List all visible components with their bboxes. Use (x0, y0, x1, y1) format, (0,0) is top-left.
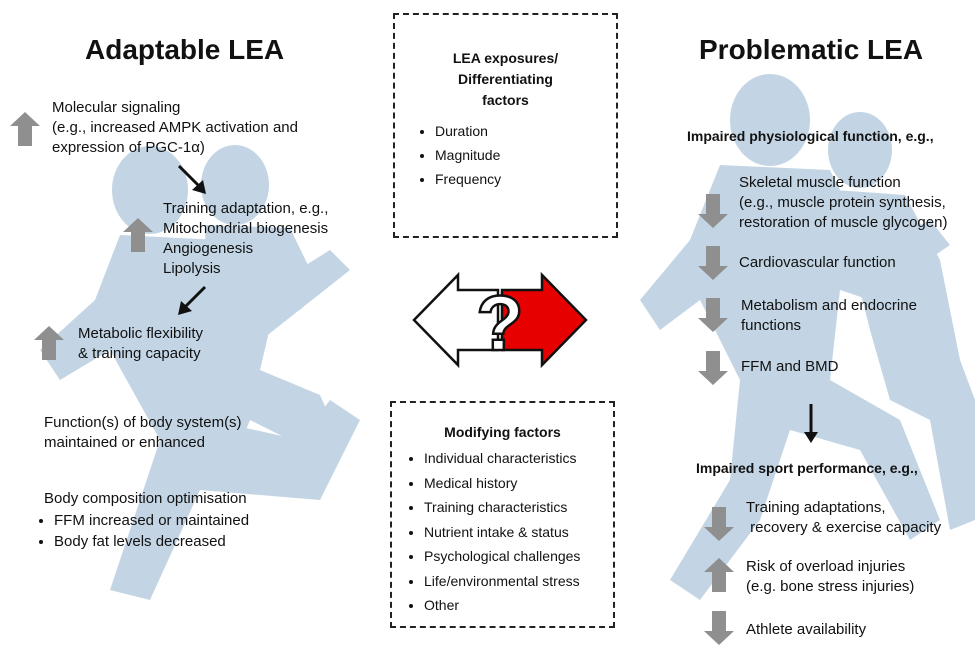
list-item: Frequency (435, 167, 616, 191)
molecular-signaling-text: Molecular signaling (e.g., increased AMP… (52, 98, 298, 158)
training-adapt-line-2: recovery & exercise capacity (746, 519, 942, 536)
molecular-line-2: (e.g., increased AMPK activation and (52, 119, 298, 136)
down-arrow-icon (698, 246, 728, 280)
metabolic-line-2: & training capacity (78, 345, 201, 362)
training-line-2: Mitochondrial biogenesis (163, 220, 329, 237)
diagonal-arrow-down-right-icon (177, 164, 206, 194)
left-title: Adaptable LEA (85, 34, 285, 65)
right-title: Problematic LEA (699, 34, 924, 65)
exposures-list: Duration Magnitude Frequency (395, 119, 616, 191)
modifying-factors-box: Modifying factors Individual characteris… (390, 401, 615, 628)
training-adaptation-text: Training adaptation, e.g., Mitochondrial… (163, 199, 328, 279)
cardiovascular-text: Cardiovascular function (739, 254, 896, 271)
exposures-title-line-2: Differentiating (458, 71, 553, 87)
skeletal-line-2: (e.g., muscle protein synthesis, (739, 194, 946, 211)
diagonal-arrow-down-left-icon (178, 285, 207, 315)
bidirectional-arrow-icon: ? (412, 271, 588, 368)
down-arrow-icon (698, 194, 728, 228)
risk-overload-text: Risk of overload injuries (e.g. bone str… (746, 557, 914, 597)
metabolic-line-1: Metabolic flexibility (78, 325, 204, 342)
athlete-availability-text: Athlete availability (746, 621, 867, 638)
skeletal-muscle-text: Skeletal muscle function (e.g., muscle p… (739, 173, 947, 233)
function-maintained-text: Function(s) of body system(s) maintained… (44, 413, 242, 453)
risk-line-2: (e.g. bone stress injuries) (746, 578, 915, 595)
list-item: Life/environmental stress (424, 569, 613, 594)
training-line-4: Lipolysis (163, 260, 221, 277)
list-item: FFM increased or maintained (54, 510, 249, 531)
function-line-2: maintained or enhanced (44, 434, 205, 451)
exposures-title-line-3: factors (482, 92, 529, 108)
up-arrow-icon (34, 326, 64, 360)
list-item: Training characteristics (424, 495, 613, 520)
list-item: Psychological challenges (424, 544, 613, 569)
list-item: Other (424, 593, 613, 618)
risk-line-1: Risk of overload injuries (746, 558, 906, 575)
lea-exposures-box: LEA exposures/ Differentiating factors D… (393, 13, 618, 238)
function-line-1: Function(s) of body system(s) (44, 414, 242, 431)
modifying-list: Individual characteristics Medical histo… (392, 446, 613, 618)
molecular-line-1: Molecular signaling (52, 99, 181, 116)
metabolism-endocrine-text: Metabolism and endocrine functions (741, 296, 917, 336)
training-adapt-line-1: Training adaptations, (746, 499, 886, 516)
list-item: Medical history (424, 471, 613, 496)
training-line-3: Angiogenesis (163, 240, 254, 257)
down-arrow-icon (704, 611, 734, 645)
ffm-bmd-text: FFM and BMD (741, 358, 839, 375)
list-item: Nutrient intake & status (424, 520, 613, 545)
list-item: Body fat levels decreased (54, 531, 249, 552)
list-item: Magnitude (435, 143, 616, 167)
impaired-physiological-heading: Impaired physiological function, e.g., (687, 128, 934, 144)
skeletal-line-1: Skeletal muscle function (739, 174, 901, 191)
training-line-1: Training adaptation, e.g., (163, 200, 329, 217)
exposures-title-line-1: LEA exposures/ (452, 50, 559, 66)
metabolism-line-1: Metabolism and endocrine (741, 297, 917, 314)
question-mark: ? (476, 279, 524, 367)
down-arrow-icon (698, 351, 728, 385)
list-item: Duration (435, 119, 616, 143)
up-arrow-icon (10, 112, 40, 146)
impaired-sport-heading: Impaired sport performance, e.g., (696, 460, 918, 476)
skeletal-line-3: restoration of muscle glycogen) (739, 214, 948, 231)
down-arrow-icon (704, 507, 734, 541)
list-item: Individual characteristics (424, 446, 613, 471)
body-composition-title: Body composition optimisation (44, 490, 247, 507)
training-adaptations-text: Training adaptations, recovery & exercis… (746, 498, 941, 538)
metabolism-line-2: functions (741, 317, 802, 334)
up-arrow-icon (704, 558, 734, 592)
exposures-title: LEA exposures/ Differentiating factors (395, 48, 616, 111)
up-arrow-icon (123, 218, 153, 252)
body-composition-list: FFM increased or maintained Body fat lev… (28, 510, 249, 552)
modifying-title: Modifying factors (444, 424, 561, 440)
molecular-line-3: expression of PGC-1α) (52, 139, 205, 156)
down-arrow-black-icon (804, 404, 818, 443)
down-arrow-icon (698, 298, 728, 332)
metabolic-flexibility-text: Metabolic flexibility & training capacit… (78, 324, 203, 364)
